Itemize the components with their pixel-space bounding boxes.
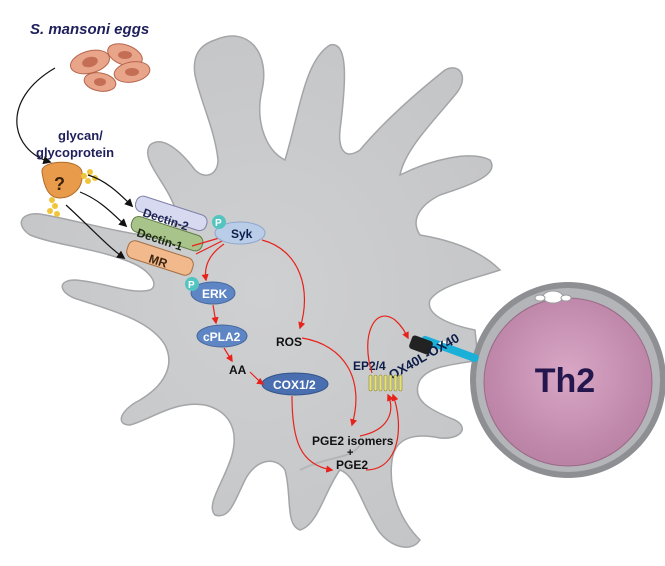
ros-to-pge-arrow [301, 337, 358, 427]
erk-node [190, 281, 236, 305]
aa-label: AA [229, 363, 247, 377]
th2-cell [470, 282, 665, 478]
mr-label: MR [147, 252, 169, 271]
erk-label: ERK [202, 287, 228, 301]
title-eggs: S. mansoni eggs [30, 21, 149, 38]
glycan-label-line2: glycoprotein [36, 145, 114, 160]
glycan-label-line1: glycan/ [58, 128, 103, 143]
pge-line1: PGE2 isomers [312, 434, 394, 448]
egg-cluster [69, 43, 151, 92]
pge-line3: PGE2 [336, 458, 368, 472]
cox-label: COX1/2 [273, 378, 316, 392]
pge-line2: + [347, 447, 353, 459]
arrow-to-dectin1 [79, 191, 128, 228]
syk-label: Syk [231, 227, 253, 241]
th2-label: Th2 [535, 362, 595, 400]
dectin2-receptor [134, 195, 208, 232]
syk-node [214, 221, 266, 245]
pge-to-ep-arrow [365, 393, 399, 471]
arrow-to-dectin2 [87, 174, 134, 208]
cox-to-pge-arrow [291, 395, 334, 473]
cell-shading [299, 444, 361, 471]
erk-to-cpla2-arrow [211, 304, 219, 325]
pge-to-ep-arrow-2 [359, 393, 394, 437]
ep-receptor [368, 374, 403, 392]
cpla2-node [196, 324, 248, 348]
eggs-to-glycan-arrow [16, 67, 56, 165]
erk-phospho-badge [185, 277, 199, 291]
cpla2-to-aa-arrow [223, 347, 233, 363]
syk-to-ros-arrow [261, 239, 306, 330]
cpla2-label: cPLA2 [203, 330, 241, 344]
mr-receptor [126, 240, 194, 276]
ros-label: ROS [276, 335, 302, 349]
ox40-connector [409, 335, 479, 363]
syk-phospho-badge [212, 215, 226, 229]
ep-to-ox40-arrow [367, 315, 409, 374]
glycoprotein-icon [41, 161, 98, 217]
arrow-to-mr [65, 204, 126, 259]
dectin1-receptor [130, 215, 204, 252]
syk-phospho-label: P [215, 218, 222, 229]
syk-to-erk-arrow [201, 243, 225, 282]
receptor-to-syk-arrow-2 [195, 239, 225, 255]
erk-phospho-label: P [188, 280, 195, 291]
question-mark: ? [54, 174, 65, 194]
aa-to-cox-arrow [249, 371, 265, 385]
dendritic-cell-body [20, 35, 502, 548]
